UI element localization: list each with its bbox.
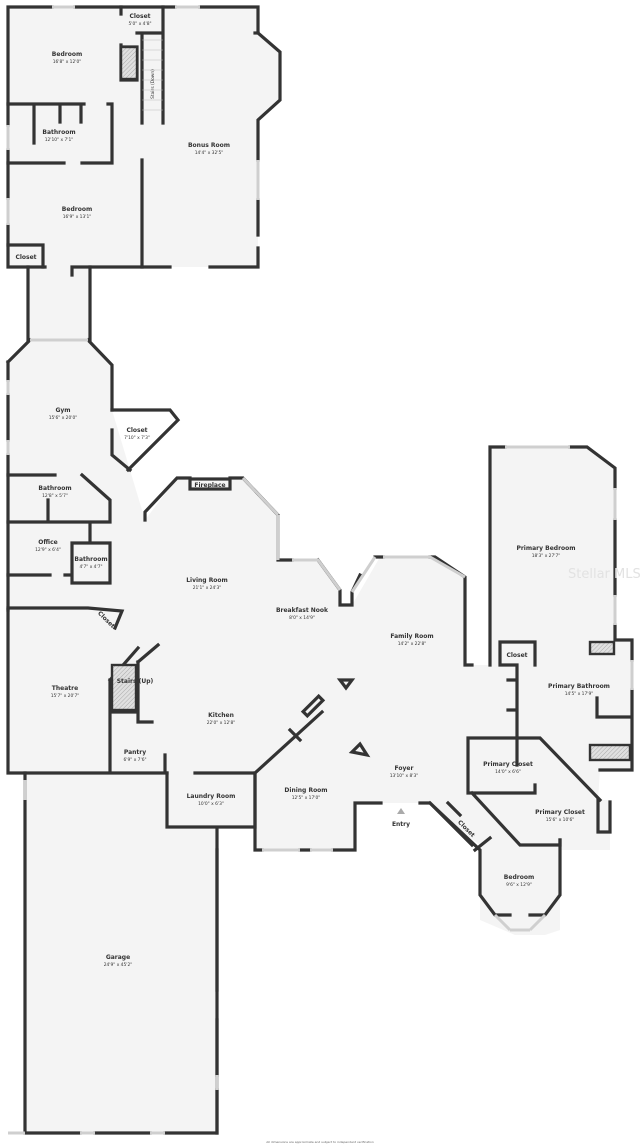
entry-arrow-icon xyxy=(397,808,405,814)
room-name: Bathroom xyxy=(74,556,107,563)
room-name: Bathroom xyxy=(42,129,75,136)
room-dim: 12'5" x 17'0" xyxy=(292,795,321,801)
room-dim: 15'6" x 20'0" xyxy=(49,415,78,421)
room-name: Closet xyxy=(129,13,150,20)
main-floor xyxy=(5,337,634,1135)
room-dim: 7'10" x 7'3" xyxy=(124,435,150,441)
room-name: Bathroom xyxy=(38,485,71,492)
fireplace-label: Fireplace xyxy=(194,482,225,489)
room-name: Closet xyxy=(506,652,527,659)
room-dim: 14'5" x 17'9" xyxy=(565,691,594,697)
upper-floor xyxy=(6,5,282,342)
room-name: Breakfast Nook xyxy=(276,607,329,614)
room-dim: 24'9" x 45'2" xyxy=(104,962,133,968)
room-name: Theatre xyxy=(52,685,78,692)
room-dim: 12'8" x 5'7" xyxy=(42,493,68,499)
disclaimer: All dimensions are approximate and subje… xyxy=(266,1140,374,1144)
room-dim: 15'6" x 10'6" xyxy=(546,817,575,823)
room-dim: 13'10" x 8'3" xyxy=(390,773,419,779)
room-name: Family Room xyxy=(390,633,433,640)
room-name: Laundry Room xyxy=(187,793,236,800)
room-dim: 8'0" x 14'9" xyxy=(289,615,315,621)
room-dim: 5'0" x 4'8" xyxy=(128,21,151,27)
room-dim: 9'6" x 12'9" xyxy=(506,882,532,888)
watermark: Stellar MLS xyxy=(568,567,640,582)
room-name: Closet xyxy=(15,254,36,261)
room-name: Primary Closet xyxy=(535,809,585,816)
room-name: Office xyxy=(38,539,57,546)
room-dim: 10'0" x 6'3" xyxy=(198,801,224,807)
entry-label: Entry xyxy=(392,821,410,828)
room-dim: 14'4" x 32'5" xyxy=(195,150,224,156)
room-name: Bedroom xyxy=(504,874,534,881)
room-name: Pantry xyxy=(124,749,146,756)
room-dim: 12'9" x 6'4" xyxy=(35,547,61,553)
room-name: Gym xyxy=(55,407,70,414)
room-name: Bonus Room xyxy=(188,142,230,149)
stairs-up-label: Stairs (Up) xyxy=(117,678,154,685)
room-dim: 6'9" x 7'6" xyxy=(123,757,146,763)
room-name: Bedroom xyxy=(62,206,92,213)
room-dim: 12'10" x 7'1" xyxy=(45,137,74,143)
room-name: Living Room xyxy=(186,577,228,584)
room-name: Foyer xyxy=(395,765,414,772)
room-dim: 15'7" x 20'7" xyxy=(51,693,80,699)
room-dim: 16'8" x 12'0" xyxy=(53,59,82,65)
room-name: Dining Room xyxy=(284,787,327,794)
stairs-down-label: Stairs (Down) xyxy=(150,69,156,99)
room-name: Primary Bedroom xyxy=(516,545,575,552)
room-name: Primary Closet xyxy=(483,761,533,768)
room-dim: 21'1" x 24'3" xyxy=(193,585,222,591)
room-name: Closet xyxy=(126,427,147,434)
room-name: Garage xyxy=(106,954,130,961)
room-dim: 18'3" x 27'7" xyxy=(532,553,561,559)
room-name: Bedroom xyxy=(52,51,82,58)
room-dim: 14'0" x 6'6" xyxy=(495,769,521,775)
room-dim: 4'7" x 4'7" xyxy=(79,564,102,570)
room-dim: 14'2" x 22'8" xyxy=(398,641,427,647)
room-dim: 16'9" x 13'1" xyxy=(63,214,92,220)
room-dim: 22'0" x 12'8" xyxy=(207,720,236,726)
room-name: Primary Bathroom xyxy=(548,683,610,690)
room-name: Kitchen xyxy=(208,712,234,719)
